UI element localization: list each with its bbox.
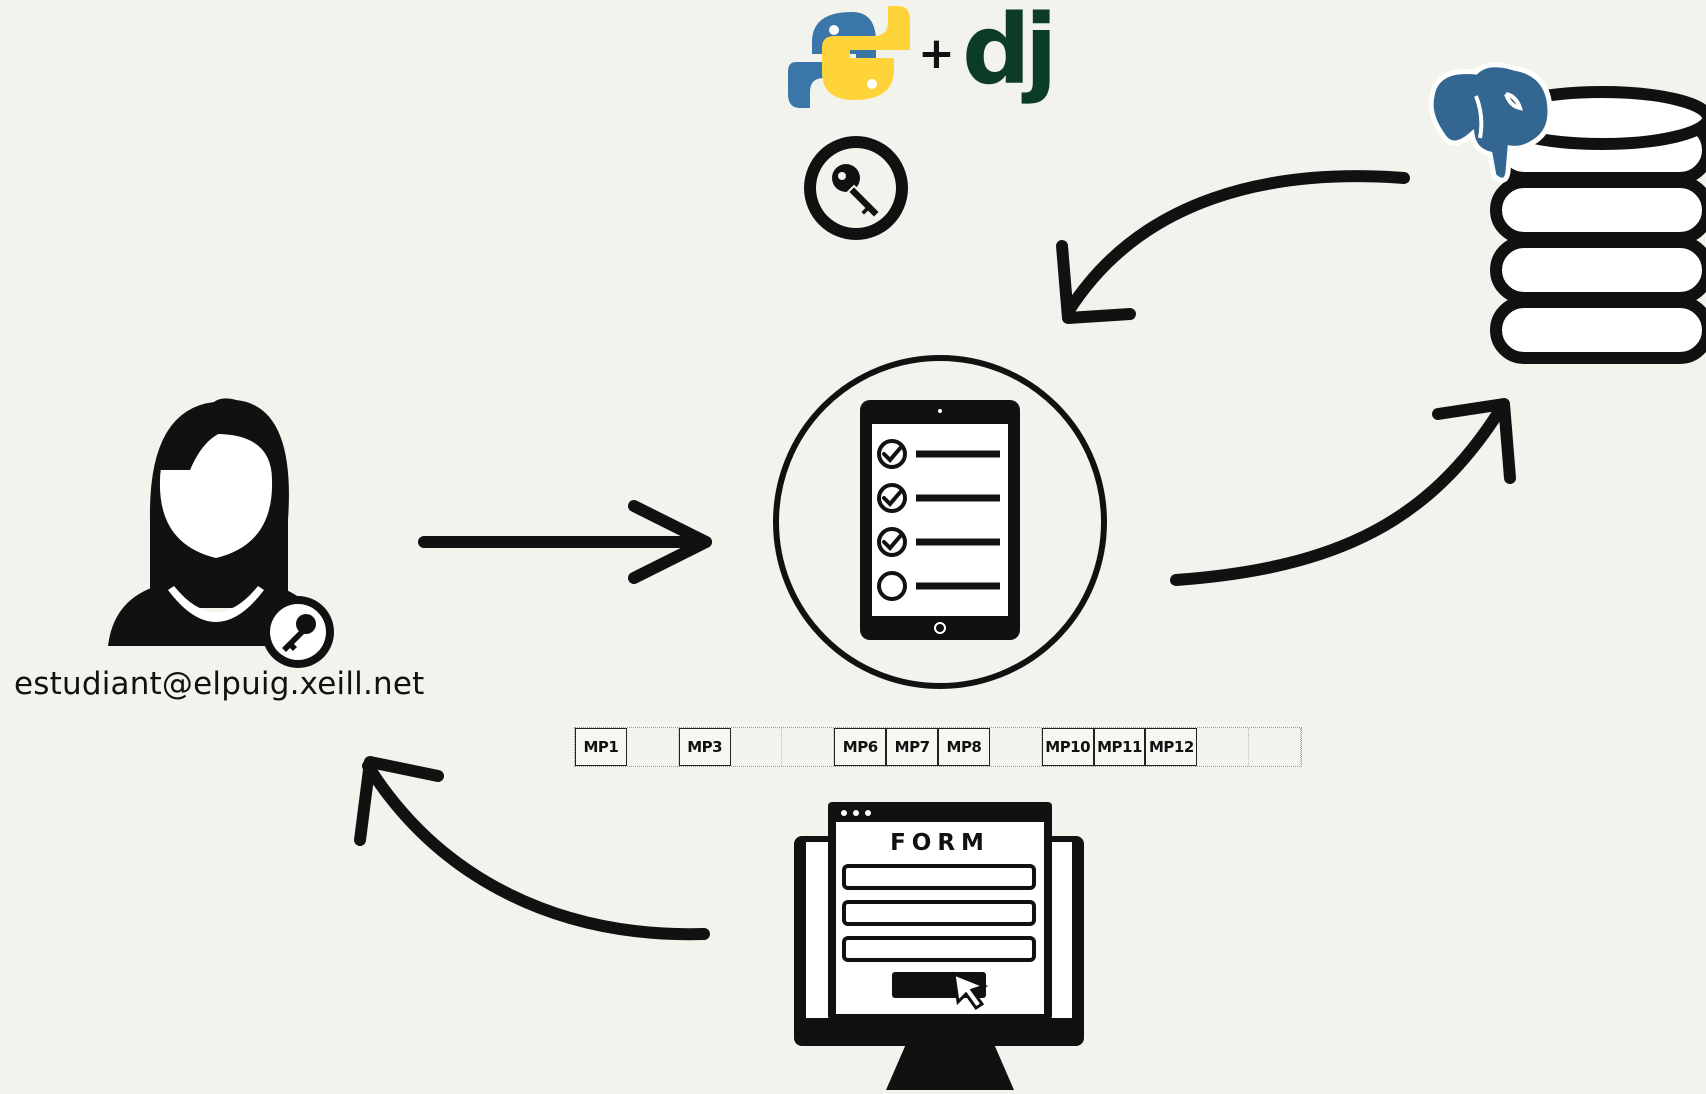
arrow-db-to-app [1056,170,1410,324]
module-cell: MP1 [575,728,627,766]
user-email-label: estudiant@elpuig.xeill.net [14,666,425,702]
arrow-app-to-db [1170,398,1516,586]
module-cell-empty [1249,728,1302,766]
module-cell: MP3 [678,728,731,766]
module-cell: MP12 [1145,728,1198,766]
postgresql-elephant-icon [1428,62,1553,183]
module-cell-empty [627,728,679,766]
module-cell: MP10 [1041,728,1094,766]
arrow-form-to-user [354,756,710,941]
module-cell-empty [990,728,1042,766]
module-cell: MP8 [938,728,990,766]
module-cell: MP6 [834,728,887,766]
key-circle-icon [804,136,908,240]
module-cell: MP7 [886,728,939,766]
user-avatar-icon [108,398,334,668]
plus-sign: + [918,28,955,79]
tablet-checklist-icon [773,355,1107,689]
monitor-form-icon [794,802,1084,1090]
arrow-user-to-app [418,500,712,584]
django-logo-icon: dj [962,0,1058,106]
form-title: FORM [890,830,990,856]
module-cell-empty [731,728,783,766]
module-cell-empty [782,728,835,766]
python-logo-icon [788,6,910,108]
module-cell-empty [1197,728,1250,766]
module-cell: MP11 [1093,728,1146,766]
